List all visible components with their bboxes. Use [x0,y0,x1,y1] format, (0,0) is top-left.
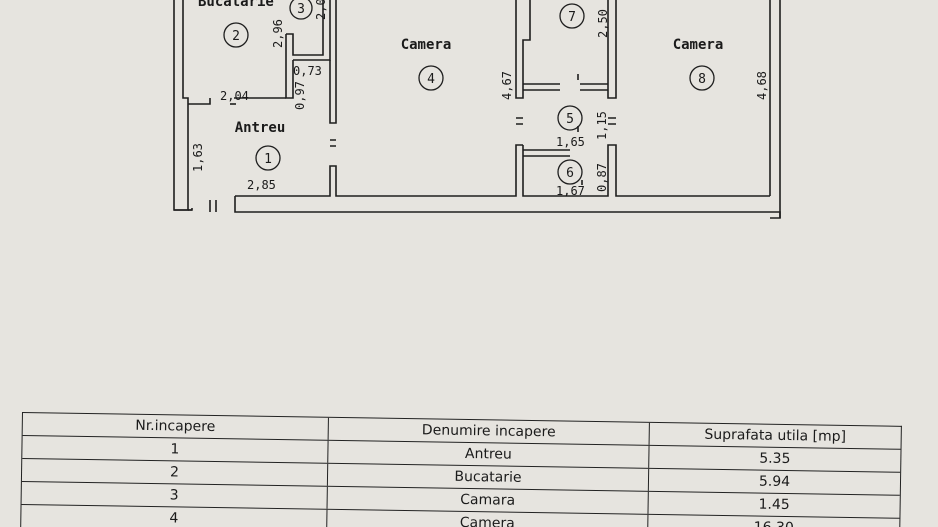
dim-2-50: 2,50 [596,9,610,38]
room-label-bucatarie: Bucatarie [198,0,274,10]
room-number-8: 8 [698,72,706,87]
dim-1-15: 1,15 [595,111,609,140]
dim-1-65: 1,65 [556,135,585,149]
cell-area: 1.45 [758,496,790,514]
room-number-7: 7 [568,10,576,25]
dim-0-97: 0,97 [293,81,307,110]
room-label-antreu: Antreu [235,120,286,136]
room-label-camera-4: Camera [401,37,452,53]
room-table: Nr.incapere Denumire incapere Suprafata … [20,412,902,527]
header-suprafata: Suprafata utila [mp] [704,426,847,445]
room-number-1: 1 [264,152,272,167]
dim-1-63: 1,63 [191,143,205,172]
dim-0-73: 0,73 [293,64,322,78]
dim-1-67: 1,67 [556,184,585,198]
dim-2-04: 2,04 [220,89,249,103]
room-number-4: 4 [427,72,435,87]
dim-2-85: 2,85 [247,178,276,192]
cell-area: 5.94 [758,473,791,491]
dim-4-67: 4,67 [500,71,514,100]
room-number-2: 2 [232,29,240,44]
dim-4-68: 4,68 [755,71,769,100]
cell-nr: 4 [21,505,328,527]
dim-0-87: 0,87 [595,163,609,192]
room-label-camera-8: Camera [673,37,724,53]
dim-2-96: 2,96 [271,19,285,48]
cell-area: 5.35 [759,450,791,468]
dim-2-01: 2,01 [314,0,328,20]
walls [173,0,781,219]
room-number-5: 5 [566,112,574,127]
room-markers [223,0,715,185]
room-number-6: 6 [566,166,574,181]
room-number-3: 3 [297,2,305,17]
